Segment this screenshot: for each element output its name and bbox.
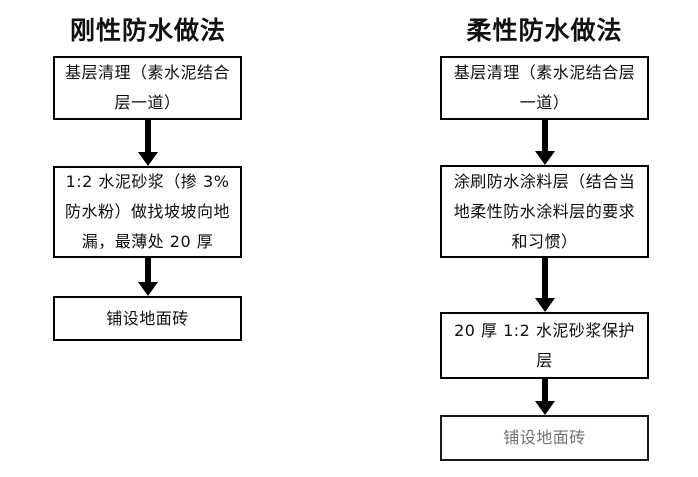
arrow-head: [138, 282, 158, 296]
down-arrow-icon-flexible-2: [535, 258, 555, 312]
column-title-flexible: 柔性防水做法: [466, 16, 623, 45]
arrow-shaft: [542, 120, 548, 153]
process-node-rigid-2[interactable]: 1:2 水泥砂浆（掺 3%防水粉）做找坡坡向地漏，最薄处 20 厚: [53, 166, 242, 258]
down-arrow-icon-flexible-1: [535, 120, 555, 165]
down-arrow-icon-flexible-3: [535, 379, 555, 415]
process-node-flexible-1[interactable]: 基层清理（素水泥结合层一道）: [440, 56, 649, 120]
process-node-rigid-1-label: 基层清理（素水泥结合层一道）: [64, 63, 230, 112]
process-node-flexible-4-label: 铺设地面砖: [503, 428, 586, 447]
arrow-shaft: [542, 379, 548, 403]
arrow-shaft: [145, 120, 151, 154]
process-node-rigid-1[interactable]: 基层清理（素水泥结合层一道）: [53, 56, 242, 120]
column-title-rigid: 刚性防水做法: [69, 16, 226, 45]
arrow-head: [535, 401, 555, 415]
process-node-flexible-3[interactable]: 20 厚 1:2 水泥砂浆保护层: [440, 312, 649, 379]
process-node-rigid-3[interactable]: 铺设地面砖: [53, 296, 242, 341]
process-node-flexible-4[interactable]: 铺设地面砖: [440, 415, 649, 461]
process-node-flexible-2-label: 涂刷防水涂料层（结合当地柔性防水涂料层的要求和习惯）: [453, 171, 636, 251]
process-node-flexible-2[interactable]: 涂刷防水涂料层（结合当地柔性防水涂料层的要求和习惯）: [440, 165, 649, 258]
down-arrow-icon-rigid-1: [138, 120, 158, 166]
arrow-shaft: [145, 258, 151, 284]
process-node-flexible-3-label: 20 厚 1:2 水泥砂浆保护层: [454, 320, 635, 370]
process-node-rigid-2-label: 1:2 水泥砂浆（掺 3%防水粉）做找坡坡向地漏，最薄处 20 厚: [64, 172, 230, 251]
arrow-head: [138, 152, 158, 166]
arrow-head: [535, 151, 555, 165]
arrow-head: [535, 298, 555, 312]
process-node-rigid-3-label: 铺设地面砖: [106, 308, 189, 328]
down-arrow-icon-rigid-2: [138, 258, 158, 296]
process-node-flexible-1-label: 基层清理（素水泥结合层一道）: [453, 63, 636, 112]
arrow-shaft: [542, 258, 548, 300]
